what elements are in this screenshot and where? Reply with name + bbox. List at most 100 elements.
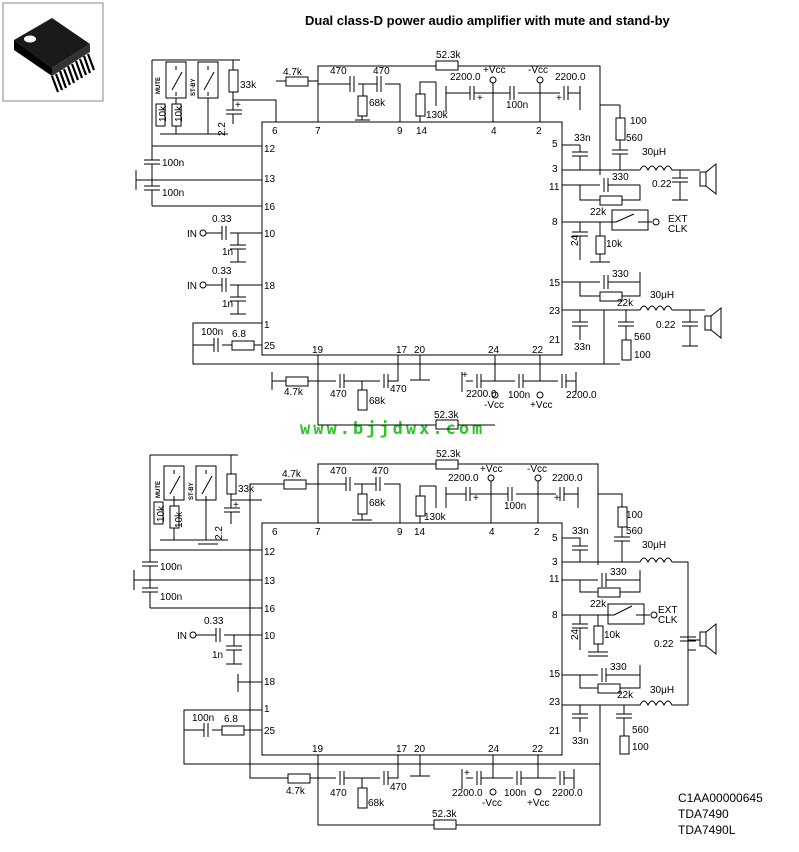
- bridge-pin-6: 6: [272, 527, 278, 538]
- schematic-title: Dual class-D power audio amplifier with …: [305, 13, 671, 28]
- svg-text:+: +: [233, 500, 239, 511]
- bridge-pin-14: 14: [414, 527, 426, 538]
- pin-9: 9: [397, 126, 403, 137]
- ext-clock-switch[interactable]: [611, 209, 649, 231]
- bridge-pin-10: 10: [264, 631, 276, 642]
- svg-text:52.3k: 52.3k: [436, 50, 461, 61]
- pin-25: 25: [264, 341, 276, 352]
- output-stage-bridge: 33n 100 560 30μH 330 22k 24 10k EXT: [562, 493, 717, 764]
- bridge-pin-18: 18: [264, 677, 276, 688]
- svg-text:-Vcc: -Vcc: [482, 798, 502, 809]
- svg-text:2200.0: 2200.0: [466, 389, 497, 400]
- bias-decoupling-bridge: 100n 100n: [133, 549, 262, 609]
- svg-text:6.8: 6.8: [232, 329, 246, 340]
- svg-text:33n: 33n: [574, 133, 591, 144]
- pin1-pin25-network-top: 100n 6.8: [192, 322, 620, 365]
- svg-text:330: 330: [610, 662, 627, 673]
- mute-standby-block-top: MUTE ST-BY 10k 10k 33k 2.2 +: [151, 59, 277, 160]
- svg-text:4.7k: 4.7k: [282, 469, 302, 480]
- svg-text:330: 330: [612, 172, 629, 183]
- pin-21: 21: [549, 335, 561, 346]
- pin-3: 3: [552, 164, 558, 175]
- pin-2: 2: [536, 126, 542, 137]
- bridge-pin-8: 8: [552, 610, 558, 621]
- ref-part-2: TDA7490L: [678, 823, 736, 837]
- svg-text:1n: 1n: [222, 247, 233, 258]
- svg-text:470: 470: [330, 466, 347, 477]
- svg-text:52.3k: 52.3k: [432, 809, 457, 820]
- svg-text:24: 24: [570, 628, 581, 640]
- svg-text:0.33: 0.33: [204, 616, 224, 627]
- bridge-pin-24: 24: [488, 744, 500, 755]
- bridge-pin-4: 4: [489, 527, 495, 538]
- speaker-a-icon: [699, 162, 717, 196]
- svg-text:10k: 10k: [158, 105, 169, 122]
- svg-text:560: 560: [626, 526, 643, 537]
- svg-text:CLK: CLK: [668, 224, 688, 235]
- bridge-pin-22: 22: [532, 744, 544, 755]
- svg-text:470: 470: [390, 782, 407, 793]
- svg-text:IN: IN: [187, 281, 197, 292]
- svg-text:+: +: [462, 370, 468, 381]
- pin-11: 11: [549, 182, 560, 193]
- ext-clock-block-top: 24 10k EXT CLK: [562, 209, 688, 263]
- svg-text:+: +: [464, 768, 470, 779]
- input-resistor-4k7-bridge: 4.7k: [249, 469, 318, 523]
- bridge-pin-1: 1: [264, 704, 270, 715]
- svg-text:470: 470: [330, 389, 347, 400]
- pin-7: 7: [315, 126, 321, 137]
- svg-text:68k: 68k: [369, 498, 386, 509]
- pin-13: 13: [264, 174, 276, 185]
- input-channel-2-top: IN 0.33 1n: [187, 266, 262, 315]
- svg-text:+: +: [477, 93, 483, 104]
- svg-text:2.2: 2.2: [214, 526, 225, 540]
- bridge-circuit: 6 7 9 14 4 2 12 13 16 10 18 1 25 5 3 11 …: [133, 449, 717, 830]
- bridge-pin-21: 21: [549, 726, 561, 737]
- svg-text:100n: 100n: [508, 390, 530, 401]
- svg-text:560: 560: [634, 332, 651, 343]
- svg-text:CLK: CLK: [658, 615, 678, 626]
- svg-text:0.22: 0.22: [654, 639, 674, 650]
- svg-text:+: +: [554, 493, 560, 504]
- pin-14: 14: [416, 126, 428, 137]
- output-stage-b-top: 330 22k 30μH 0.22 33n 560 100: [562, 269, 722, 364]
- svg-text:2200.0: 2200.0: [448, 473, 479, 484]
- svg-text:4.7k: 4.7k: [284, 387, 304, 398]
- ic-package-thumbnail: [2, 2, 104, 102]
- svg-text:560: 560: [626, 133, 643, 144]
- svg-text:+Vcc: +Vcc: [527, 798, 550, 809]
- svg-text:MUTE: MUTE: [156, 481, 162, 498]
- svg-text:100n: 100n: [192, 713, 214, 724]
- svg-text:470: 470: [390, 384, 407, 395]
- svg-text:1n: 1n: [212, 650, 223, 661]
- mute-label: MUTE: [156, 77, 162, 94]
- svg-text:+: +: [473, 493, 479, 504]
- input-resistor-4k7: 4.7k: [276, 67, 318, 87]
- svg-text:-Vcc: -Vcc: [484, 400, 504, 411]
- bridge-pin-5: 5: [552, 533, 558, 544]
- output-stage-a-top: 33n 100 560 30μH 0.22 330 22k: [562, 104, 717, 218]
- svg-text:24: 24: [570, 234, 581, 246]
- pin-10: 10: [264, 229, 276, 240]
- bridge-pin-25: 25: [264, 726, 276, 737]
- svg-text:2200.0: 2200.0: [552, 473, 583, 484]
- svg-text:0.33: 0.33: [212, 214, 232, 225]
- svg-text:130k: 130k: [426, 110, 449, 121]
- svg-text:+Vcc: +Vcc: [480, 464, 503, 475]
- svg-text:10k: 10k: [174, 511, 185, 528]
- feedback-resistor-bridge: 52.3k: [317, 449, 599, 565]
- bridge-pin-17: 17: [396, 744, 408, 755]
- svg-text:2200.0: 2200.0: [450, 72, 481, 83]
- svg-text:470: 470: [372, 466, 389, 477]
- ic-body: [261, 121, 563, 356]
- svg-text:IN: IN: [187, 229, 197, 240]
- svg-text:6.8: 6.8: [224, 714, 238, 725]
- multiwatt-package-icon: [14, 17, 96, 93]
- mute-standby-block-bridge: MUTE ST-BY 10k 10k 33k 2.2 +: [149, 454, 262, 550]
- ext-clock-switch-bridge[interactable]: [607, 603, 645, 625]
- bridge-pin-23: 23: [549, 697, 561, 708]
- svg-text:22k: 22k: [590, 599, 607, 610]
- pin-12: 12: [264, 144, 276, 155]
- svg-text:+: +: [235, 100, 241, 111]
